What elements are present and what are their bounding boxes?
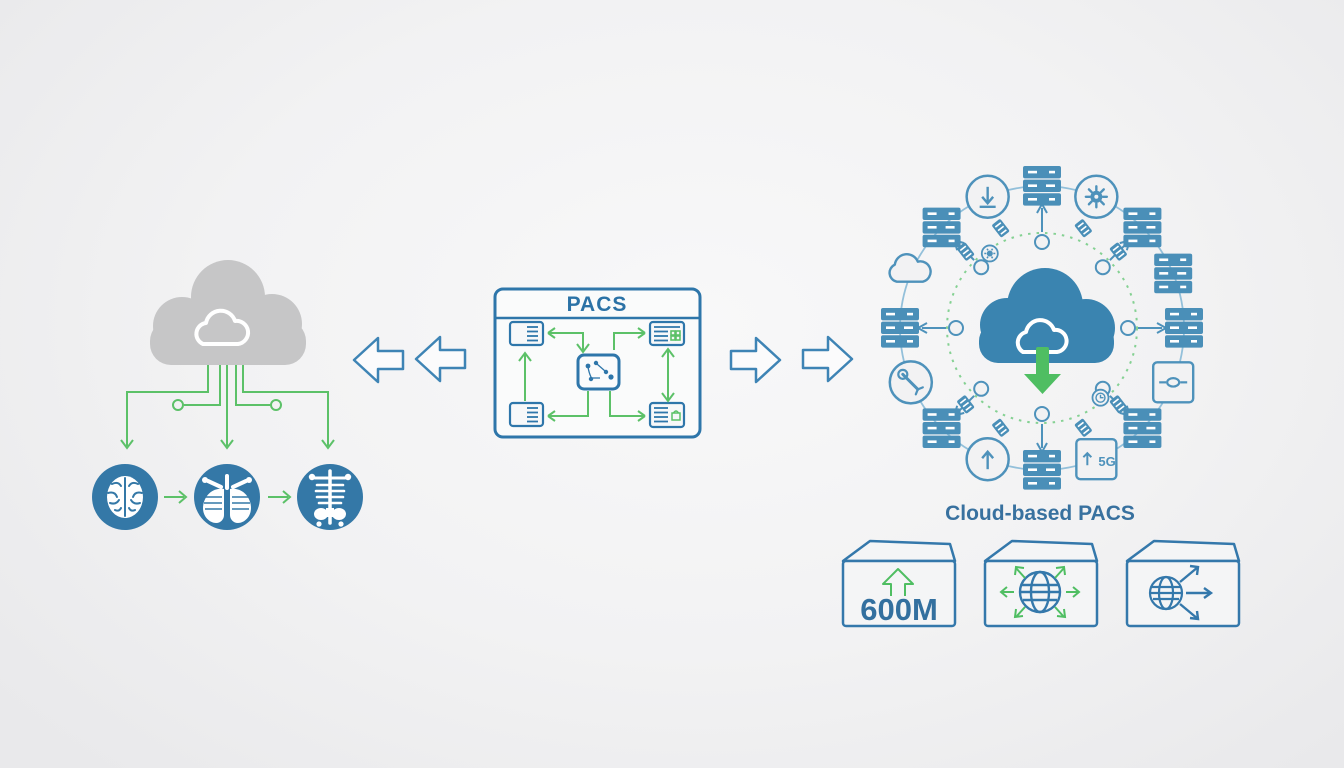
skeleton-icon xyxy=(297,464,363,530)
svg-text:5G: 5G xyxy=(1098,454,1115,469)
spoke-node xyxy=(1120,320,1136,336)
cloud-download-icon xyxy=(979,268,1115,394)
data-card-icon xyxy=(1074,418,1092,437)
modality-sequence-arrows xyxy=(164,490,292,504)
data-card-icon xyxy=(1074,219,1092,238)
malware-circle-icon xyxy=(1074,174,1119,220)
g5-box-icon: 5G xyxy=(1075,437,1118,481)
workstation-icon xyxy=(508,401,545,428)
stat-value: 600M xyxy=(860,592,938,627)
workstation-icon xyxy=(648,401,686,429)
flow-arrow-right-icon xyxy=(801,335,854,383)
download-arrow-icon xyxy=(1024,347,1061,394)
data-card-icon xyxy=(992,418,1010,437)
spread-arrows-icon xyxy=(999,565,1081,619)
spoke-node xyxy=(1034,406,1050,422)
cloud-pacs-ring: 5G xyxy=(881,166,1203,490)
spoke-node xyxy=(1094,259,1111,276)
server-icon xyxy=(1023,450,1061,490)
gear-mini-icon xyxy=(980,244,999,263)
server-icon xyxy=(1123,207,1162,248)
pacs-box-title: PACS xyxy=(567,293,628,316)
spoke-node xyxy=(973,380,990,397)
lungs-icon xyxy=(194,464,260,530)
server-icon xyxy=(922,207,961,248)
pulse-box-icon xyxy=(1151,361,1195,404)
spoke-node xyxy=(948,320,964,336)
flow-arrow-left-icon xyxy=(414,335,467,383)
fanout-arrows-icon xyxy=(1179,564,1214,621)
download-circle-icon xyxy=(965,174,1010,220)
globe-icon xyxy=(1018,570,1062,614)
flow-arrow-right-icon xyxy=(729,336,782,384)
storage-cloud-icon xyxy=(150,260,306,365)
server-icon xyxy=(881,308,919,348)
pacs-server-hub-icon xyxy=(576,353,621,391)
global-access-box xyxy=(983,539,1099,628)
data-card-icon xyxy=(992,219,1010,238)
data-card-icon xyxy=(957,395,975,414)
data-card-icon xyxy=(957,242,975,261)
workstation-icon xyxy=(508,320,545,347)
distribution-box xyxy=(1125,539,1241,628)
arrow-up-icon xyxy=(882,568,914,596)
brain-icon xyxy=(92,464,158,530)
cloud-outline-icon xyxy=(888,253,932,283)
wrench-circle-icon xyxy=(888,360,934,405)
cloud-pacs-label: Cloud-based PACS xyxy=(945,502,1135,525)
modality-links xyxy=(120,356,335,450)
pacs-internal-links xyxy=(518,327,675,422)
globe-icon xyxy=(1148,575,1184,611)
clock-mini-icon xyxy=(1091,388,1110,407)
server-icon xyxy=(922,408,961,449)
server-icon xyxy=(1165,308,1203,348)
spoke-node xyxy=(973,259,990,276)
server-icon xyxy=(1123,408,1162,449)
server-icon xyxy=(1154,253,1193,294)
arrow-up-circle-icon xyxy=(965,436,1010,482)
spoke-node xyxy=(1034,234,1050,250)
workstation-icon xyxy=(648,320,686,347)
pacs-box: PACS xyxy=(493,287,702,439)
server-icon xyxy=(1023,166,1061,206)
flow-arrow-left-icon xyxy=(352,336,405,384)
data-card-icon xyxy=(1109,242,1127,261)
data-card-icon xyxy=(1109,395,1127,414)
stat-box-600m: 600M xyxy=(841,539,957,628)
